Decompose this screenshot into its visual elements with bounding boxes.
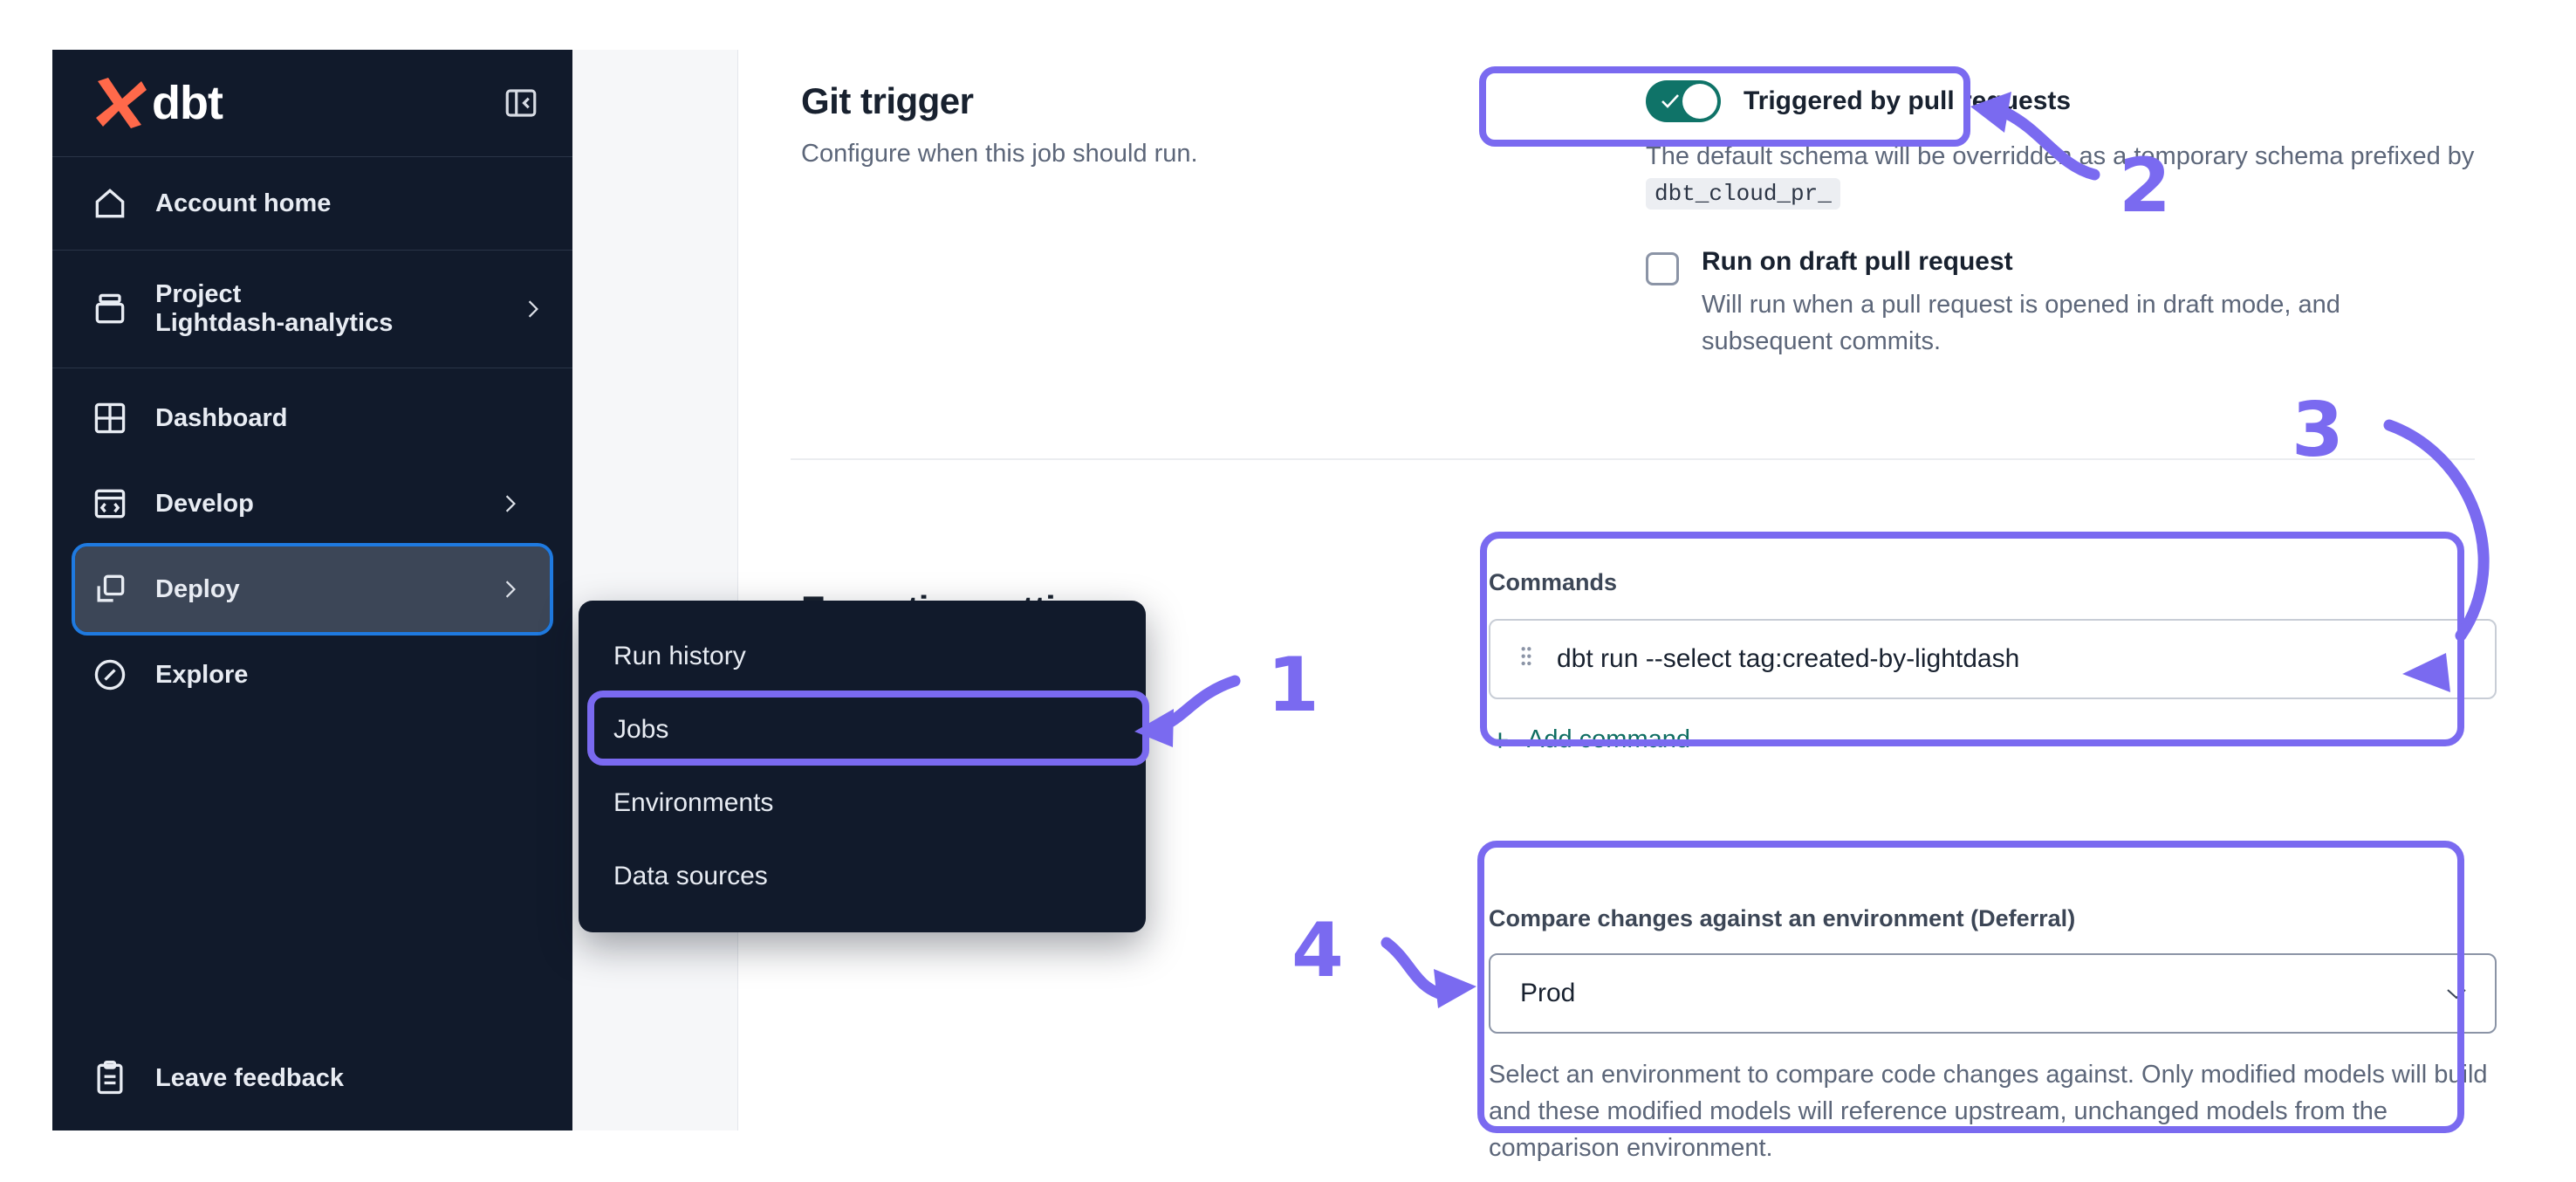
menu-item-label: Jobs bbox=[613, 715, 669, 744]
sidebar-item-develop[interactable]: Develop bbox=[75, 461, 550, 546]
section-title-git-trigger: Git trigger bbox=[801, 80, 974, 121]
command-text: dbt run --select tag:created-by-lightdas… bbox=[1557, 644, 2020, 673]
sidebar-item-label: Leave feedback bbox=[155, 1063, 345, 1092]
deploy-icon bbox=[97, 574, 125, 602]
pr-schema-help-text: The default schema will be overridden as… bbox=[1646, 139, 2536, 210]
sidebar-item-dashboard[interactable]: Dashboard bbox=[75, 375, 550, 461]
home-icon bbox=[95, 189, 125, 218]
panel-collapse-icon[interactable] bbox=[503, 85, 539, 121]
sidebar-item-leave-feedback[interactable]: Leave feedback bbox=[52, 1026, 572, 1130]
commands-block: Commands dbt run --select tag:created-by… bbox=[1489, 569, 2497, 756]
sidebar-item-account-home[interactable]: Account home bbox=[52, 157, 572, 251]
sidebar-gutter bbox=[572, 50, 738, 1130]
sidebar-nav: Dashboard Develop Deploy bbox=[52, 368, 572, 718]
annotation-number-1: 1 bbox=[1267, 642, 1319, 729]
chevron-right-icon bbox=[528, 300, 538, 318]
stack-icon bbox=[95, 293, 125, 324]
run-on-draft-pr-row: Run on draft pull request Will run when … bbox=[1646, 247, 2536, 359]
sidebar-item-label: Develop bbox=[155, 489, 254, 518]
commands-label: Commands bbox=[1489, 569, 1618, 595]
brand-wordmark: dbt bbox=[152, 77, 223, 129]
sidebar-item-label: Explore bbox=[155, 660, 249, 689]
add-command-label: Add command bbox=[1527, 725, 1690, 753]
run-on-draft-pr-label: Run on draft pull request bbox=[1702, 247, 2013, 277]
git-trigger-heading-group: Git trigger Configure when this job shou… bbox=[801, 80, 1255, 168]
chevron-right-icon bbox=[505, 495, 516, 512]
deferral-environment-select[interactable]: Prod bbox=[1489, 953, 2497, 1034]
chevron-down-icon bbox=[2447, 989, 2466, 1000]
section-subtitle-git-trigger: Configure when this job should run. bbox=[801, 140, 1198, 168]
run-on-draft-pr-description: Will run when a pull request is opened i… bbox=[1702, 291, 2340, 355]
drag-handle-icon[interactable] bbox=[1520, 646, 1532, 672]
code-icon bbox=[94, 489, 126, 519]
command-input-row[interactable]: dbt run --select tag:created-by-lightdas… bbox=[1489, 619, 2497, 699]
section-divider bbox=[791, 458, 2475, 460]
dbt-mark-icon bbox=[96, 78, 147, 128]
clipboard-icon bbox=[97, 1061, 123, 1095]
menu-item-environments[interactable]: Environments bbox=[579, 766, 1146, 840]
deploy-flyout-menu: Run history Jobs Environments Data sourc… bbox=[579, 601, 1146, 932]
plus-icon bbox=[1492, 732, 1508, 748]
sidebar-item-label: Project Lightdash-analytics bbox=[155, 280, 497, 338]
main-content: Git trigger Configure when this job shou… bbox=[738, 50, 2576, 1162]
deferral-selected-value: Prod bbox=[1520, 979, 1576, 1007]
sidebar-item-explore[interactable]: Explore bbox=[75, 632, 550, 718]
menu-item-label: Data sources bbox=[613, 862, 768, 890]
annotation-number-2: 2 bbox=[2119, 142, 2171, 230]
sidebar-item-deploy[interactable]: Deploy bbox=[72, 543, 553, 636]
deferral-label: Compare changes against an environment (… bbox=[1489, 905, 2076, 931]
sidebar: dbt Account home Project Lightdash-a bbox=[52, 50, 572, 1130]
deferral-description: Select an environment to compare code ch… bbox=[1489, 1061, 2488, 1163]
deferral-block: Compare changes against an environment (… bbox=[1489, 905, 2497, 1166]
compass-icon bbox=[94, 659, 126, 691]
chevron-right-icon bbox=[505, 581, 516, 598]
triggered-by-pr-label: Triggered by pull requests bbox=[1744, 86, 2072, 115]
project-name: Lightdash-analytics bbox=[155, 309, 394, 337]
dbt-logo[interactable]: dbt bbox=[91, 76, 223, 130]
sidebar-item-label: Dashboard bbox=[155, 403, 288, 432]
annotation-number-3: 3 bbox=[2292, 387, 2344, 474]
sidebar-item-label: Account home bbox=[155, 189, 332, 217]
pr-schema-prefix-code: dbt_cloud_pr_ bbox=[1646, 178, 1840, 210]
triggered-by-pr-row: Triggered by pull requests bbox=[1646, 76, 2536, 127]
project-label: Project bbox=[155, 280, 242, 308]
check-icon bbox=[1661, 94, 1679, 108]
pr-schema-help-prefix: The default schema will be overridden as… bbox=[1646, 142, 2475, 170]
sidebar-item-project[interactable]: Project Lightdash-analytics bbox=[52, 251, 572, 368]
menu-item-label: Run history bbox=[613, 642, 746, 670]
triggered-by-pr-toggle[interactable] bbox=[1646, 80, 1721, 122]
run-on-draft-pr-checkbox[interactable] bbox=[1646, 252, 1679, 286]
menu-item-label: Environments bbox=[613, 788, 774, 817]
annotation-number-4: 4 bbox=[1291, 907, 1344, 994]
menu-item-jobs[interactable]: Jobs bbox=[591, 693, 1134, 766]
add-command-button[interactable]: Add command bbox=[1489, 725, 1690, 754]
git-trigger-controls: Triggered by pull requests The default s… bbox=[1646, 76, 2536, 360]
menu-item-data-sources[interactable]: Data sources bbox=[579, 840, 1146, 913]
menu-item-run-history[interactable]: Run history bbox=[579, 620, 1146, 693]
sidebar-item-label: Deploy bbox=[155, 574, 240, 603]
grid-icon bbox=[94, 402, 126, 434]
sidebar-header: dbt bbox=[52, 50, 572, 157]
toggle-knob bbox=[1682, 84, 1717, 119]
